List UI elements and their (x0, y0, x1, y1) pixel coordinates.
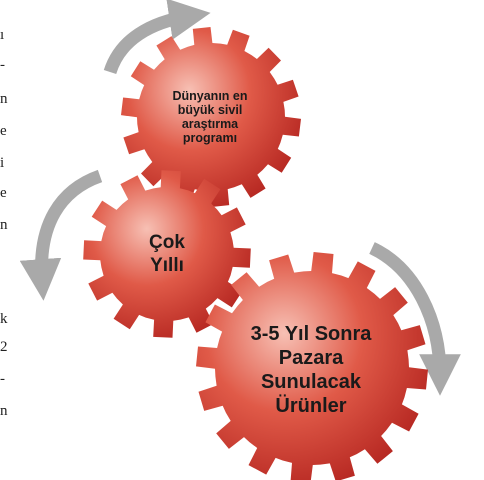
label-line: Pazara (278, 347, 344, 369)
gear-research-program-label: Dünyanın en büyük sivil araştırma progra… (150, 82, 270, 152)
arrow-top-cycle (103, 0, 211, 75)
edge-text-fragment: n (0, 217, 8, 233)
arrow-right-cycle (369, 242, 461, 396)
edge-text-fragment: e (0, 185, 7, 201)
arrow-left-cycle (19, 169, 103, 301)
edge-text-fragment: 2 (0, 339, 8, 355)
label-line: Dünyanın en (172, 89, 248, 103)
label-line: araştırma (181, 117, 239, 131)
edge-text-fragment: - (0, 371, 5, 387)
gear-products-market (196, 252, 428, 480)
label-line: 3-5 Yıl Sonra (250, 323, 372, 345)
label-line: Çok (149, 232, 185, 254)
edge-text-fragment: - (0, 57, 5, 73)
label-line: programı (182, 131, 238, 145)
label-line: Ürünler (275, 395, 347, 417)
edge-text-fragment: k (0, 311, 8, 327)
edge-text-fragment: n (0, 91, 8, 107)
edge-text-fragment: n (0, 403, 8, 419)
edge-text-fragment: ı (0, 27, 5, 43)
edge-text-fragment: i (0, 155, 5, 171)
label-line: Yıllı (150, 255, 184, 276)
gear-products-market-label: 3-5 Yıl Sonra Pazara Sunulacak Ürünler (226, 310, 396, 430)
cycle-arrows (19, 0, 461, 396)
label-line: Sunulacak (260, 371, 362, 393)
gear-multi-year (83, 170, 251, 338)
gear-multi-year-label: Çok Yıllı (112, 220, 222, 290)
edge-text-fragment: e (0, 123, 7, 139)
gear-research-program (121, 27, 301, 207)
label-line: büyük sivil (177, 103, 243, 117)
